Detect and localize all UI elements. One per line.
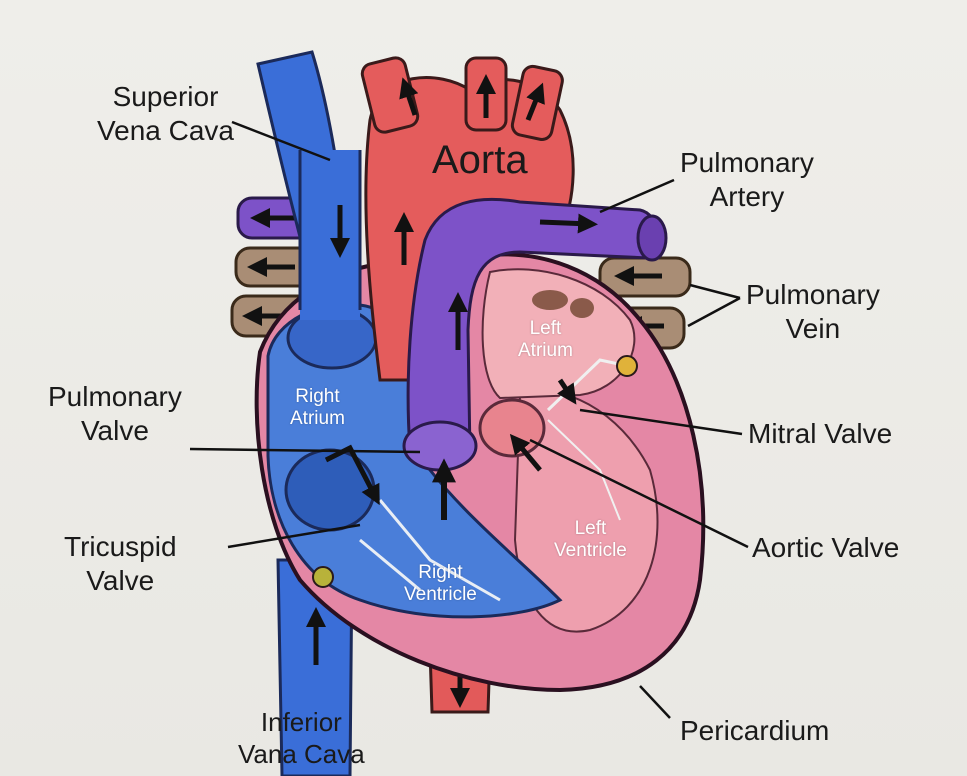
label-right-atrium-line1: Right [290, 386, 345, 408]
label-aortic-valve: Aortic Valve [752, 531, 899, 565]
label-superior-vena-cava-line2: Vena Cava [97, 114, 234, 148]
label-pulmonary-artery-line2: Artery [680, 180, 814, 214]
label-pulmonary-vein: Pulmonary Vein [746, 278, 880, 346]
label-aorta: Aorta [432, 138, 528, 182]
label-left-atrium-line1: Left [518, 318, 573, 340]
label-pulmonary-artery-line1: Pulmonary [680, 146, 814, 180]
label-inferior-vena-cava: Inferior Vana Cava [238, 706, 365, 770]
label-pulmonary-vein-line2: Vein [746, 312, 880, 346]
label-tricuspid-valve-line1: Tricuspid [64, 530, 177, 564]
label-tricuspid-valve-line2: Valve [64, 564, 177, 598]
label-inferior-vena-cava-line2: Vana Cava [238, 738, 365, 770]
label-pulmonary-artery: Pulmonary Artery [680, 146, 814, 214]
label-left-atrium: Left Atrium [518, 318, 573, 362]
label-pulmonary-valve-line2: Valve [48, 414, 182, 448]
label-left-ventricle-line1: Left [554, 518, 627, 540]
label-right-ventricle: Right Ventricle [404, 562, 477, 606]
pulmonary-valve-shape [404, 422, 476, 470]
label-pericardium: Pericardium [680, 714, 829, 748]
label-pulmonary-valve-line1: Pulmonary [48, 380, 182, 414]
label-pulmonary-vein-line1: Pulmonary [746, 278, 880, 312]
label-right-atrium-line2: Atrium [290, 408, 345, 430]
label-superior-vena-cava-line1: Superior [97, 80, 234, 114]
label-right-atrium: Right Atrium [290, 386, 345, 430]
label-right-ventricle-line1: Right [404, 562, 477, 584]
aortic-valve-shape [480, 400, 544, 456]
label-pulmonary-valve: Pulmonary Valve [48, 380, 182, 448]
label-tricuspid-valve: Tricuspid Valve [64, 530, 177, 598]
label-superior-vena-cava: Superior Vena Cava [97, 80, 234, 148]
label-left-ventricle-line2: Ventricle [554, 540, 627, 562]
label-left-atrium-line2: Atrium [518, 340, 573, 362]
label-left-ventricle: Left Ventricle [554, 518, 627, 562]
label-right-ventricle-line2: Ventricle [404, 584, 477, 606]
label-inferior-vena-cava-line1: Inferior [238, 706, 365, 738]
label-mitral-valve: Mitral Valve [748, 417, 892, 451]
